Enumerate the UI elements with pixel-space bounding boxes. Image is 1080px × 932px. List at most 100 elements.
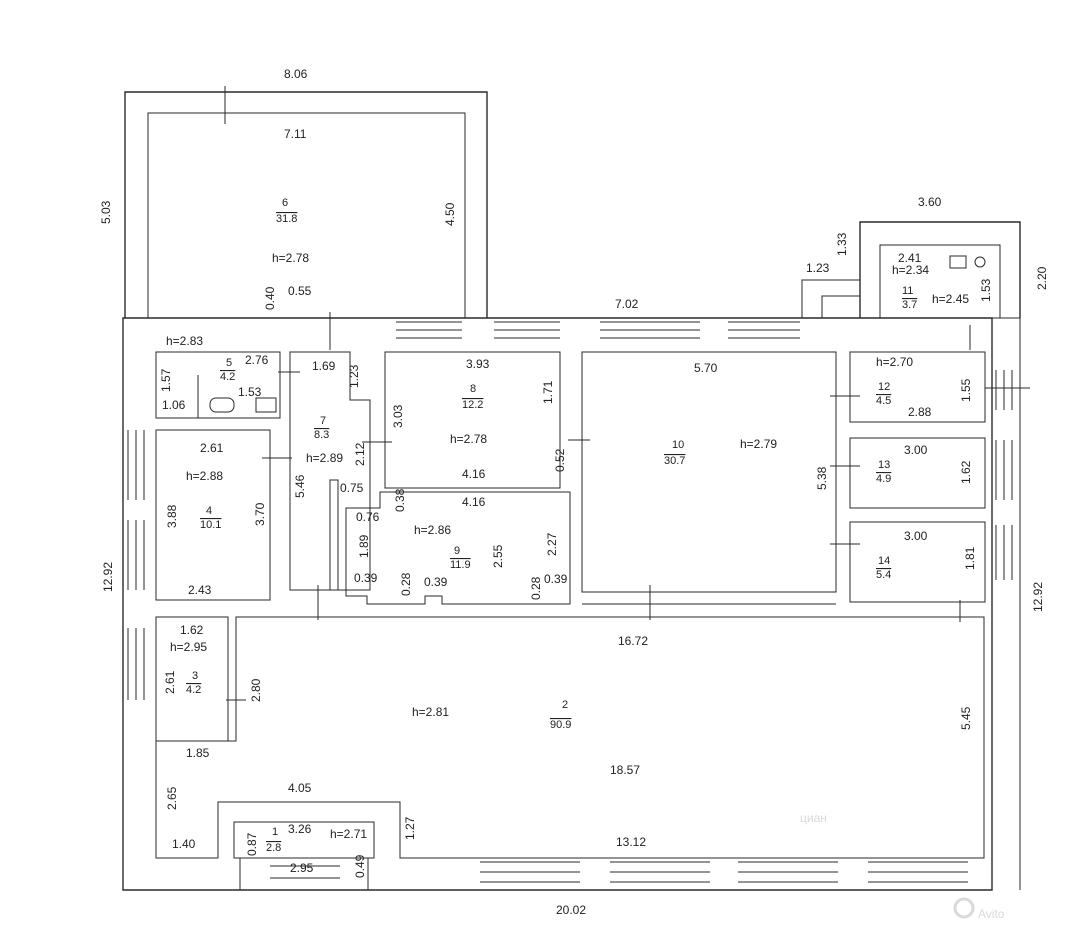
room-dim: 3.00 — [904, 529, 928, 543]
room-number: 1 — [272, 826, 278, 838]
room-dim: 0.75 — [340, 481, 364, 495]
room-dim: 2.76 — [245, 353, 269, 367]
room-number: 8 — [470, 383, 476, 395]
room-dim: 3.70 — [253, 502, 267, 526]
room-dim: 0.52 — [553, 448, 567, 472]
room-dim: 1.06 — [162, 398, 186, 412]
room-dim: 0.49 — [353, 854, 367, 878]
dim-bottom-inner: 13.12 — [616, 835, 646, 849]
room-9: 4.16 0.38 0.76 h=2.86 9 11.9 1.89 0.39 0… — [354, 488, 568, 600]
room-4: 2.61 h=2.88 4 10.1 3.88 3.70 2.43 — [165, 441, 267, 597]
room-number: 6 — [282, 197, 288, 209]
room-number: 2 — [562, 699, 568, 711]
room-dim: 5.38 — [815, 466, 829, 490]
room-5: h=2.83 5 4.2 2.76 1.57 1.06 1.53 — [159, 334, 269, 412]
room-dim: 2.80 — [249, 678, 263, 702]
room-3: 1.62 h=2.95 3 4.2 2.61 2.80 1.85 — [163, 623, 263, 760]
room-dim: 2.27 — [545, 532, 559, 556]
watermark-text-cian: циан — [800, 811, 827, 825]
room-height: h=2.79 — [740, 437, 777, 451]
watermark-text-avito: Avito — [978, 907, 1005, 921]
room-dim: 0.39 — [354, 571, 378, 585]
room-dim: 1.55 — [959, 378, 973, 402]
room-dim: 0.76 — [356, 510, 380, 524]
room-area: 4.2 — [186, 684, 201, 696]
room-number: 4 — [206, 505, 212, 517]
room-area: 3.7 — [902, 299, 917, 311]
room-8: 3.93 8 12.2 h=2.78 3.03 1.71 4.16 0.52 — [391, 357, 567, 481]
room-dim: 1.89 — [357, 534, 371, 558]
room-dim: 4.50 — [443, 202, 457, 226]
room-area: 90.9 — [550, 719, 571, 731]
room-height: h=2.86 — [414, 523, 451, 537]
room-height: h=2.71 — [330, 827, 367, 841]
room-dim: 0.39 — [424, 575, 448, 589]
room-dim: 4.16 — [462, 467, 486, 481]
room-dim: 2.41 — [898, 251, 922, 265]
room-area: 12.2 — [462, 399, 483, 411]
watermark-cian: циан — [800, 811, 827, 825]
avito-logo-icon — [953, 897, 975, 919]
room-height: h=2.81 — [412, 705, 449, 719]
room-10: 5.70 10 30.7 h=2.79 5.38 — [664, 361, 829, 490]
room-11: 2.41 h=2.34 11 3.7 h=2.45 1.53 — [892, 251, 993, 311]
room-number: 3 — [192, 670, 198, 682]
room-dim: 3.03 — [391, 404, 405, 428]
dim-right-upper: 2.20 — [1035, 266, 1049, 290]
room-dim: 0.38 — [393, 488, 407, 512]
room-dim: 2.95 — [290, 861, 314, 875]
room-height: h=2.78 — [272, 251, 309, 265]
room-1: 1 3.26 h=2.71 2.8 0.87 2.95 0.49 — [245, 822, 367, 878]
room-dim: 3.26 — [288, 822, 312, 836]
room-dim: 1.53 — [238, 385, 262, 399]
room-area: 10.1 — [200, 519, 221, 531]
room-dim: 0.39 — [544, 572, 568, 586]
room-height: h=2.70 — [876, 355, 913, 369]
room-dim: 2.55 — [491, 544, 505, 568]
room-height: h=2.78 — [450, 432, 487, 446]
dim-mid-width: 16.72 — [618, 634, 648, 648]
room-dim: 1.85 — [186, 746, 210, 760]
room-area: 30.7 — [664, 455, 685, 467]
room-number: 9 — [454, 545, 460, 557]
room-height: h=2.89 — [306, 451, 343, 465]
dim-bottom: 20.02 — [556, 903, 586, 917]
room-6: 6 31.8 h=2.78 7.11 4.50 0.40 0.55 — [263, 127, 457, 310]
room-area: 2.8 — [266, 842, 281, 854]
room-dim: 1.53 — [979, 278, 993, 302]
room-dim: 1.62 — [180, 623, 204, 637]
room-dim: 1.81 — [963, 546, 977, 570]
room-dim: 3.00 — [904, 443, 928, 457]
room-height: h=2.83 — [166, 334, 203, 348]
dim-top-right: 3.60 — [918, 195, 942, 209]
room-height: h=2.95 — [170, 640, 207, 654]
room-dim: 1.69 — [312, 359, 336, 373]
room-dim: h=2.34 — [892, 263, 929, 277]
room-area: 4.2 — [220, 371, 235, 383]
room-7: 7 8.3 h=2.89 1.69 1.23 2.12 5.46 0.75 — [293, 359, 367, 498]
room-height: h=2.45 — [932, 292, 969, 306]
room-dim: 2.88 — [908, 405, 932, 419]
room-dim: 2.12 — [353, 442, 367, 466]
room-dim: 1.23 — [347, 364, 361, 388]
room-dim: 3.88 — [165, 504, 179, 528]
room-dim: 3.93 — [466, 357, 490, 371]
dim-step-h: 1.33 — [835, 232, 849, 256]
room-13: 3.00 13 4.9 1.62 — [876, 443, 973, 485]
dim-top: 8.06 — [284, 67, 308, 81]
room-12: h=2.70 12 4.5 2.88 1.55 — [876, 355, 973, 419]
room-dim: 2.61 — [163, 670, 177, 694]
room-dim: 0.87 — [245, 832, 259, 856]
room-dim: 5.46 — [293, 474, 307, 498]
room-dim: 2.43 — [188, 583, 212, 597]
dim-step-w: 1.23 — [806, 261, 830, 275]
dim-left-total: 12.92 — [101, 562, 115, 592]
room-dim: 7.11 — [284, 127, 307, 141]
room-number: 13 — [878, 459, 890, 471]
room-dim: 0.55 — [288, 284, 312, 298]
dim-left-top: 5.03 — [99, 200, 113, 224]
room-number: 11 — [902, 285, 913, 297]
interior-walls — [155, 351, 986, 890]
dim-right-total: 12.92 — [1031, 582, 1045, 612]
